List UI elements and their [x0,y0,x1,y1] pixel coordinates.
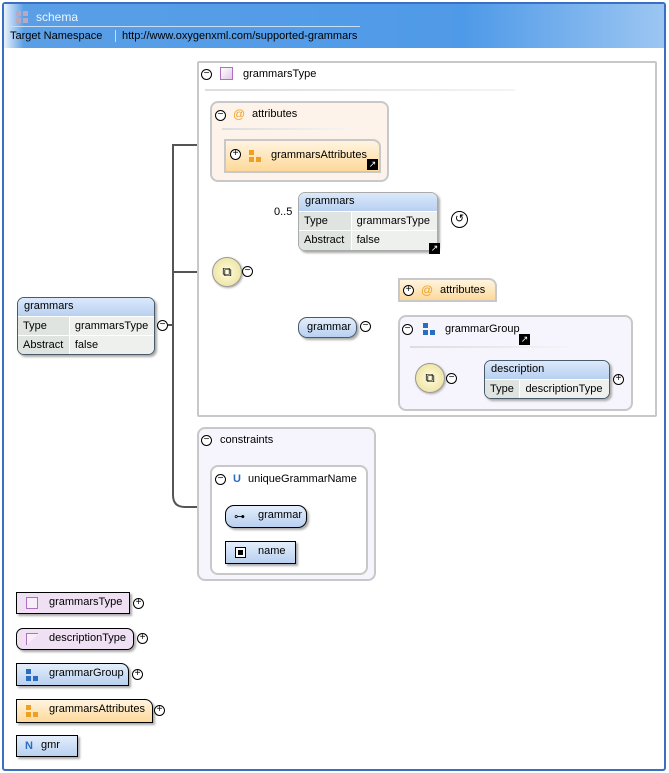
type-label: Type [299,211,352,231]
abstract-label: Abstract [18,335,70,354]
selector-grammar[interactable]: ⊶ grammar [225,505,307,528]
collapse-icon[interactable]: − [201,69,212,80]
attributes-label: attributes [440,284,486,296]
selector-icon: ⊶ [234,511,245,523]
grammar-attributes[interactable]: + @ attributes [398,278,497,302]
component-grammarsType[interactable]: grammarsType [16,592,130,614]
collapse-icon[interactable]: − [242,266,253,277]
expand-icon[interactable]: + [133,598,144,609]
group-name: grammarGroup [445,323,520,335]
element-grammar[interactable]: grammar [298,317,357,338]
abstract-value: false [69,335,154,354]
collapse-icon[interactable]: − [215,474,226,485]
expand-icon[interactable]: + [154,705,165,716]
attribute-icon: @ [421,283,434,297]
component-name: grammarsType [49,596,123,608]
collapse-icon[interactable]: − [360,321,371,332]
attribute-group-icon [26,705,38,717]
abstract-label: Abstract [299,230,352,250]
abstract-value: false [351,230,437,250]
type-label: Type [18,316,70,336]
attribute-icon: @ [233,107,246,121]
component-gmr[interactable]: N gmr [16,735,78,757]
sequence-compositor-icon[interactable]: ⧉ [212,257,242,287]
field-value: name [258,545,286,557]
field-name[interactable]: name [225,541,296,564]
expand-icon[interactable]: + [403,285,414,296]
schema-title: schema [36,10,79,24]
collapse-icon[interactable]: − [402,324,413,335]
complex-type-icon [220,67,233,80]
component-name: gmr [41,739,60,751]
simple-type-icon [26,633,38,645]
complex-type-name: grammarsType [243,68,317,80]
namespace-label: Target Namespace [10,30,103,42]
attribute-group-name: grammarsAttributes [271,149,367,161]
unique-icon: U [233,473,241,485]
complex-type-icon [26,597,38,609]
component-grammarsAttributes[interactable]: grammarsAttributes [16,699,153,723]
collapse-icon[interactable]: − [157,320,168,331]
expand-icon[interactable]: + [613,374,624,385]
component-name: descriptionType [49,632,127,644]
type-value: descriptionType [519,379,609,398]
attribute-group-ref[interactable]: + grammarsAttributes ↗ [224,139,381,173]
goto-definition-icon[interactable]: ↗ [519,334,530,345]
component-name: grammarGroup [49,667,124,679]
recursion-icon[interactable]: ↺ [451,211,468,228]
collapse-icon[interactable]: − [201,435,212,446]
type-value: grammarsType [351,211,437,231]
element-name: grammars [299,193,437,211]
constraints-label: constraints [220,434,274,446]
goto-definition-icon[interactable]: ↗ [367,159,378,170]
element-name: grammar [307,321,352,333]
group-icon [423,323,435,335]
expand-icon[interactable]: + [137,633,148,644]
element-name: grammars [18,298,154,316]
attribute-group-icon [249,150,261,162]
collapse-icon[interactable]: − [215,110,226,121]
expand-icon[interactable]: + [132,669,143,680]
component-grammarGroup[interactable]: grammarGroup [16,663,129,686]
component-name: grammarsAttributes [49,703,145,715]
component-descriptionType[interactable]: descriptionType [16,628,134,650]
namespace-icon: N [25,740,33,752]
goto-definition-icon[interactable]: ↗ [429,243,440,254]
attributes-label: attributes [252,108,298,120]
unique-name: uniqueGrammarName [248,473,357,485]
schema-icon [16,11,28,23]
element-name: description [485,361,609,379]
field-icon [235,547,246,558]
occurrence-label: 0..5 [274,206,293,218]
schema-header: schema Target Namespace http://www.oxyge… [4,4,664,48]
selector-value: grammar [258,509,303,521]
type-label: Type [485,379,521,398]
namespace-value: http://www.oxygenxml.com/supported-gramm… [115,30,357,42]
type-value: grammarsType [69,316,154,336]
collapse-icon[interactable]: − [446,373,457,384]
sequence-compositor-icon[interactable]: ⧉ [415,363,445,393]
group-icon [26,669,38,681]
expand-icon[interactable]: + [230,149,241,160]
